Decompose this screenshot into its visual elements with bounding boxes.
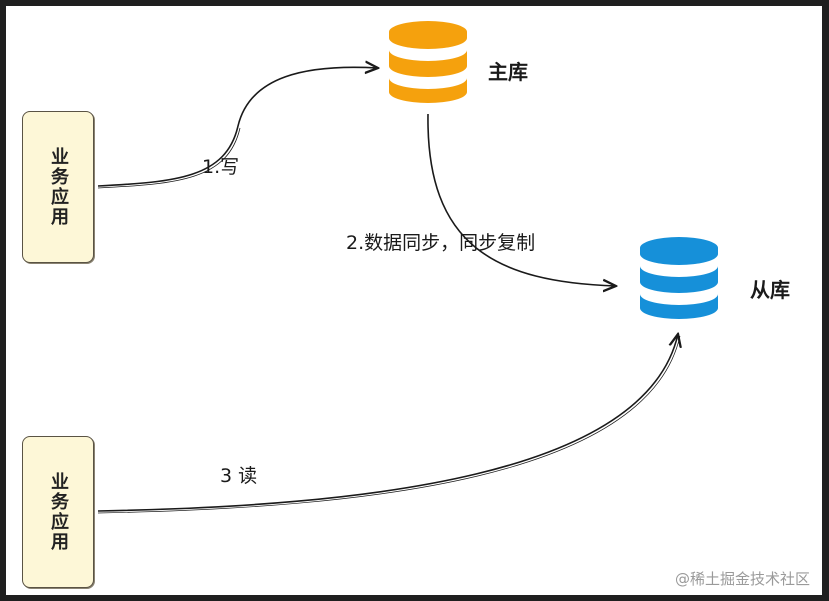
watermark-text: @稀土掘金技术社区 [674, 570, 810, 588]
write-arrow-sketch [97, 127, 241, 189]
app-box-writer: 业务应用 [22, 111, 94, 263]
write-edge-label: 1.写 [202, 156, 240, 178]
app-box-reader: 业务应用 [22, 436, 94, 588]
sync-arrow [427, 113, 616, 286]
master-database-icon [389, 21, 467, 115]
master-db-label: 主库 [488, 60, 528, 84]
read-arrow-sketch [97, 335, 681, 514]
diagram-canvas: 业务应用 业务应用 主库 从库 1.写 2.数据同步，同步复制 3 读 @稀土掘… [6, 6, 822, 595]
connector-layer [97, 6, 822, 514]
app-label-writer: 业务应用 [48, 147, 69, 227]
slave-db-label: 从库 [750, 278, 790, 302]
app-label-reader: 业务应用 [48, 472, 69, 552]
sync-edge-label: 2.数据同步，同步复制 [346, 232, 536, 254]
read-arrow [97, 334, 678, 512]
slave-database-icon [640, 237, 718, 331]
write-arrow [97, 67, 378, 187]
read-edge-label: 3 读 [220, 465, 258, 487]
